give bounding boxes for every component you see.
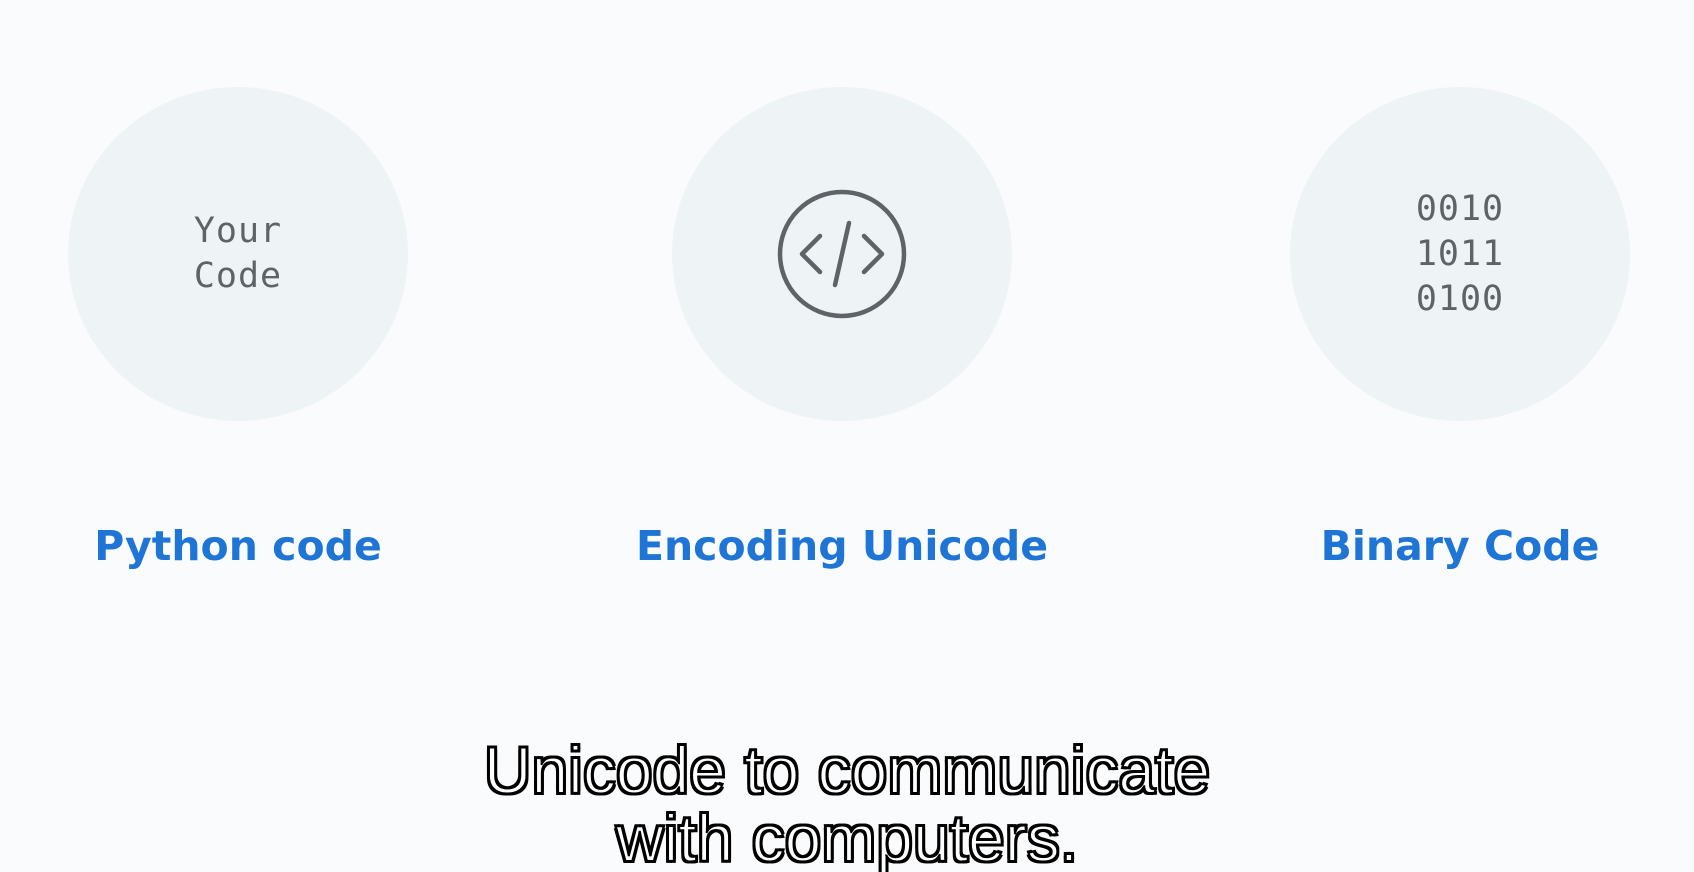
subtitle-line-1: Unicode to communicate (483, 733, 1211, 807)
encoding-unicode-label: Encoding Unicode (635, 522, 1049, 570)
encoding-unicode-bubble (672, 87, 1012, 421)
binary-code-bubble: 0010 1011 0100 (1290, 87, 1630, 421)
binary-code-label: Binary Code (1320, 522, 1600, 570)
code-brackets-icon (777, 189, 907, 319)
video-subtitle: Unicode to communicate with computers. (0, 733, 1694, 872)
binary-digits-text: 0010 1011 0100 (1415, 188, 1505, 319)
your-code-text: Your Code (193, 211, 283, 296)
subtitle-line-2: with computers. (615, 801, 1079, 872)
python-code-label: Python code (94, 522, 382, 570)
python-code-bubble: Your Code (68, 87, 408, 421)
